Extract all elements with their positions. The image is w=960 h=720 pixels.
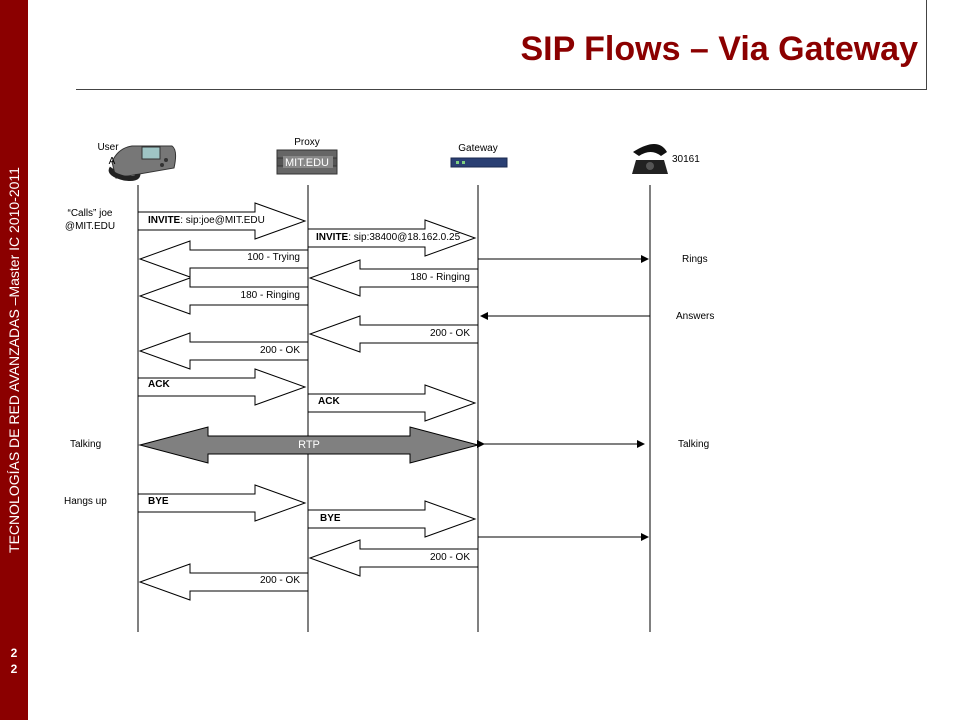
slide-title: SIP Flows – Via Gateway <box>520 30 919 68</box>
page-number-top: 2 <box>10 646 18 660</box>
gateway-label: Gateway <box>458 143 497 154</box>
calls-note-line2: @MIT.EDU <box>65 221 115 232</box>
ip-phone-icon <box>108 145 177 181</box>
user-a-label-line1: User <box>97 142 119 153</box>
bye-arrow-proxy <box>137 484 307 522</box>
trying-label: 100 - Trying <box>247 252 300 263</box>
page-number-bottom: 2 <box>10 662 18 676</box>
invite-arrow-proxy <box>137 202 307 240</box>
bye-arrow-gateway <box>307 500 477 538</box>
ok-label-proxy: 200 - OK <box>260 345 300 356</box>
talking-note-left: Talking <box>70 439 101 450</box>
bye-ok-label-proxy: 200 - OK <box>260 575 300 586</box>
proxy-server-icon: MIT.EDU <box>276 149 338 175</box>
gateway-icon <box>450 157 508 168</box>
phone-number-label: 30161 <box>672 154 700 165</box>
ringing-label-gateway: 180 - Ringing <box>411 272 470 283</box>
calls-note-line1: “Calls” joe <box>67 208 112 219</box>
bye-ok-arrow-proxy <box>308 539 479 577</box>
rings-note: Rings <box>682 254 708 265</box>
invite-arrow-gateway <box>307 219 477 257</box>
hangs-up-note: Hangs up <box>64 496 107 507</box>
telephone-icon <box>632 144 668 174</box>
trying-arrow <box>138 240 309 278</box>
title-frame-horizontal <box>76 89 927 90</box>
rtp-label: RTP <box>298 439 320 451</box>
invite2-label: INVITE: sip:38400@18.162.0.25 <box>316 232 461 243</box>
user-a-label-line2: A <box>109 156 116 167</box>
ack-label-user: ACK <box>148 379 170 390</box>
ok-arrow-user <box>138 332 309 370</box>
ok-label-gateway: 200 - OK <box>430 328 470 339</box>
sidebar: TECNOLOGÍAS DE RED AVANZADAS –Master IC … <box>0 0 28 720</box>
answers-note: Answers <box>676 311 714 322</box>
ack-label-proxy: ACK <box>318 396 340 407</box>
invite1-label: INVITE: sip:joe@MIT.EDU <box>148 215 265 226</box>
ok-arrow-proxy <box>308 315 479 353</box>
ringing-arrow-user <box>138 277 309 315</box>
ringing-arrow-proxy <box>308 259 479 297</box>
talking-note-right: Talking <box>678 439 709 450</box>
proxy-device-label: MIT.EDU <box>285 157 329 169</box>
bye-ok-arrow-user <box>138 563 309 601</box>
bye-label-proxy: BYE <box>320 513 341 524</box>
proxy-label: Proxy <box>294 137 320 148</box>
ack-arrow-proxy <box>137 368 307 406</box>
bye-label-user: BYE <box>148 496 169 507</box>
ack-arrow-gateway <box>307 384 477 422</box>
bye-ok-label-gateway: 200 - OK <box>430 552 470 563</box>
ringing-label-proxy: 180 - Ringing <box>241 290 300 301</box>
title-frame-vertical <box>926 0 927 90</box>
